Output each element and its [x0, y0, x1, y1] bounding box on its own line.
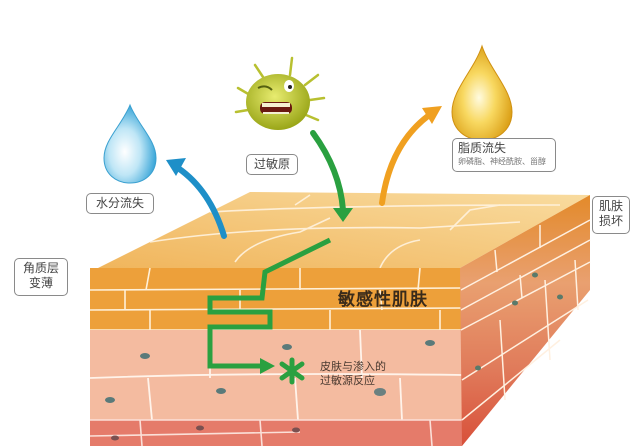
lipid-loss-arrow	[379, 106, 442, 206]
water-loss-arrow	[166, 158, 227, 239]
water-loss-label: 水分流失	[86, 193, 154, 214]
asterisk-reaction-icon	[279, 357, 305, 385]
oil-drop-icon	[451, 44, 513, 141]
water-drop-icon	[103, 103, 157, 184]
allergen-germ-icon	[234, 56, 326, 130]
allergen-penetration-path	[207, 237, 332, 374]
skin-right-face	[460, 195, 591, 446]
dermis-layer	[89, 419, 462, 446]
diagram-title: 敏感性肌肤	[338, 290, 428, 310]
reaction-label: 皮肤与渗入的 过敏源反应	[320, 360, 386, 387]
allergen-entry-arrow	[310, 130, 353, 222]
stratum-thin-label: 角质层 变薄	[14, 258, 68, 296]
allergen-label: 过敏原	[246, 154, 298, 175]
lipid-loss-label: 脂质流失 卵磷脂、神经酰胺、甾醇	[452, 138, 556, 172]
skin-damage-label: 肌肤 损坏	[592, 196, 630, 234]
epidermis-layer	[89, 329, 463, 421]
